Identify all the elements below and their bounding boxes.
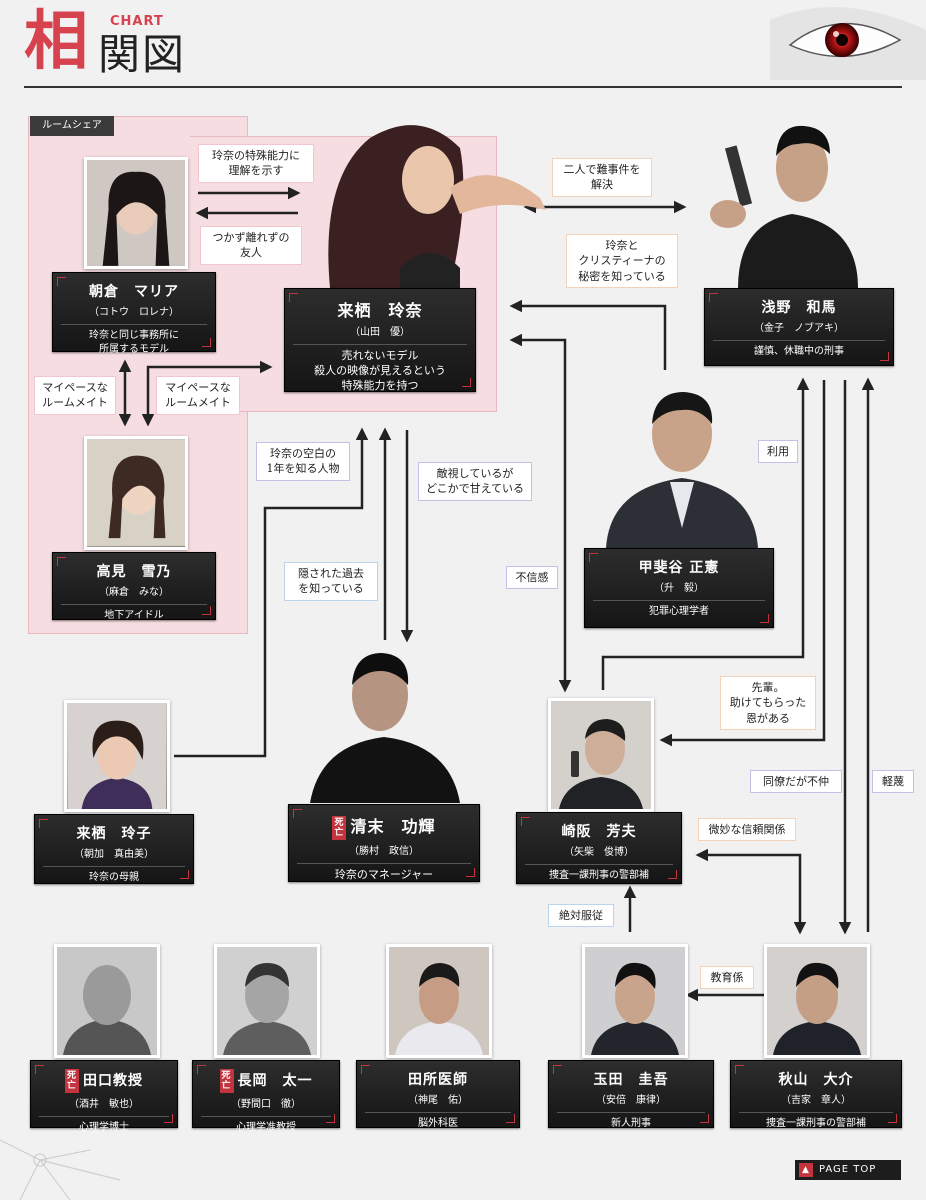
tamada-card: 玉田 圭吾 （安倍 康律） 新人刑事	[548, 1060, 714, 1131]
nagaoka-name-row: 死亡長岡 太一	[193, 1069, 339, 1093]
relation-label: 隠された過去 を知っている	[284, 562, 378, 601]
tadokoro-actor: （神尾 佑）	[408, 1095, 468, 1106]
title-english: CHART	[110, 14, 164, 29]
taguchi-actor: （酒井 敏也）	[69, 1099, 139, 1110]
kazuma-photo	[698, 104, 886, 288]
relation-label: 同僚だが不仲	[750, 770, 842, 794]
taguchi-photo	[54, 944, 160, 1058]
kiyosue-dead-badge: 死亡	[332, 815, 347, 840]
yukino-name: 高見 雪乃	[96, 564, 172, 580]
nagaoka-actor: （野間口 徹）	[231, 1099, 301, 1110]
taguchi-role: 心理学博士	[39, 1116, 169, 1135]
rena-name: 来栖 玲奈	[337, 301, 423, 320]
relation-label: 二人で難事件を 解決	[552, 158, 652, 197]
nagaoka-photo	[214, 944, 320, 1058]
kiyosue-card: 死亡清末 功輝 （勝村 政信） 玲奈のマネージャー	[288, 804, 480, 882]
relation-label: 絶対服従	[548, 904, 614, 928]
maria-name: 朝倉 マリア	[89, 284, 179, 300]
title-rule	[24, 86, 902, 88]
maria-card: 朝倉 マリア （コトウ ロレナ） 玲奈と同じ事務所に 所属するモデル	[52, 272, 216, 355]
relation-label: 不信感	[506, 566, 558, 590]
relation-label: 玲奈の特殊能力に 理解を示す	[198, 144, 314, 183]
yukino-role: 地下アイドル	[61, 604, 207, 623]
maria-actor: （コトウ ロレナ）	[89, 307, 179, 318]
kiyosue-actor: （勝村 政信）	[349, 845, 419, 857]
sakisaka-role: 捜査一課刑事の警部補	[525, 864, 673, 883]
reiko-actor: （朝加 真由美）	[74, 849, 154, 860]
tadokoro-name: 田所医師	[408, 1072, 468, 1088]
relation-label: 玲奈と クリスティーナの 秘密を知っている	[566, 234, 678, 289]
kaiya-photo	[596, 378, 768, 548]
relation-label: マイペースな ルームメイト	[34, 376, 116, 415]
relation-label: 先輩。 助けてもらった 恩がある	[720, 676, 816, 731]
roomshare-label: ルームシェア	[30, 116, 114, 136]
yukino-photo	[84, 436, 188, 550]
eye-decoration-icon	[770, 7, 926, 80]
title-accent: 相	[24, 4, 88, 79]
maria-photo	[84, 157, 188, 269]
nagaoka-name: 長岡 太一	[237, 1073, 313, 1089]
yukino-card: 高見 雪乃 （麻倉 みな） 地下アイドル	[52, 552, 216, 623]
tadokoro-photo	[386, 944, 492, 1058]
reiko-photo	[64, 700, 170, 812]
kiyosue-name-row: 死亡清末 功輝	[289, 813, 479, 840]
akiyama-actor: （吉家 章人）	[781, 1095, 851, 1106]
tamada-actor: （安倍 康律）	[596, 1095, 666, 1106]
kiyosue-name: 清末 功輝	[350, 817, 436, 836]
relation-label: 微妙な信頼関係	[698, 818, 796, 842]
akiyama-card: 秋山 大介 （吉家 章人） 捜査一課刑事の警部補	[730, 1060, 902, 1131]
kaiya-card: 甲斐谷 正憲 （升 毅） 犯罪心理学者	[584, 548, 774, 628]
kaiya-role: 犯罪心理学者	[593, 600, 765, 619]
page-top-label: PAGE TOP	[819, 1164, 877, 1175]
yukino-actor: （麻倉 みな）	[99, 587, 169, 598]
relation-label: マイペースな ルームメイト	[156, 376, 240, 415]
page-top-button[interactable]: ▲ PAGE TOP	[795, 1160, 901, 1180]
akiyama-name: 秋山 大介	[778, 1072, 854, 1088]
relation-label: 玲奈の空白の 1年を知る人物	[256, 442, 350, 481]
kazuma-card: 浅野 和馬 （金子 ノブアキ） 謹慎、休職中の刑事	[704, 288, 894, 366]
kazuma-name: 浅野 和馬	[761, 300, 837, 316]
arrow-up-icon: ▲	[799, 1163, 813, 1177]
reiko-role: 玲奈の母親	[43, 866, 185, 885]
relation-label: 軽蔑	[872, 770, 914, 794]
taguchi-name-row: 死亡田口教授	[31, 1069, 177, 1093]
maria-role: 玲奈と同じ事務所に 所属するモデル	[61, 324, 207, 356]
tadokoro-role: 脳外科医	[365, 1112, 511, 1131]
kaiya-actor: （升 毅）	[654, 583, 704, 594]
kaiya-name: 甲斐谷 正憲	[638, 560, 720, 576]
rena-card: 来栖 玲奈 （山田 優） 売れないモデル 殺人の映像が見えるという 特殊能力を持…	[284, 288, 476, 392]
sakisaka-card: 崎阪 芳夫 （矢柴 俊博） 捜査一課刑事の警部補	[516, 812, 682, 884]
bullet-hole-decoration-icon	[0, 1139, 121, 1200]
kazuma-actor: （金子 ノブアキ）	[754, 323, 844, 334]
relation-label: 利用	[758, 440, 798, 464]
sakisaka-photo	[548, 698, 654, 812]
tamada-photo	[582, 944, 688, 1058]
taguchi-name: 田口教授	[83, 1073, 143, 1089]
akiyama-role: 捜査一課刑事の警部補	[739, 1112, 893, 1131]
kiyosue-role: 玲奈のマネージャー	[297, 862, 471, 883]
rena-role: 売れないモデル 殺人の映像が見えるという 特殊能力を持つ	[293, 344, 467, 394]
kazuma-role: 謹慎、休職中の刑事	[713, 340, 885, 359]
tadokoro-card: 田所医師 （神尾 佑） 脳外科医	[356, 1060, 520, 1131]
taguchi-dead-badge: 死亡	[65, 1069, 79, 1093]
reiko-card: 来栖 玲子 （朝加 真由美） 玲奈の母親	[34, 814, 194, 884]
sakisaka-actor: （矢柴 俊博）	[564, 847, 634, 858]
title-rest: 関図	[98, 30, 187, 79]
taguchi-card: 死亡田口教授 （酒井 敏也） 心理学博士	[30, 1060, 178, 1133]
relation-label: つかず離れずの 友人	[200, 226, 302, 265]
rena-actor: （山田 優）	[350, 327, 410, 338]
tamada-role: 新人刑事	[557, 1112, 705, 1131]
sakisaka-name: 崎阪 芳夫	[561, 824, 637, 840]
reiko-name: 来栖 玲子	[76, 826, 152, 842]
nagaoka-card: 死亡長岡 太一 （野間口 徹） 心理学准教授	[192, 1060, 340, 1133]
nagaoka-dead-badge: 死亡	[219, 1069, 234, 1093]
relation-label: 敵視しているが どこかで甘えている	[418, 462, 532, 501]
rena-photo	[310, 118, 550, 288]
tamada-name: 玉田 圭吾	[593, 1072, 669, 1088]
relation-label: 教育係	[700, 966, 754, 990]
akiyama-photo	[764, 944, 870, 1058]
nagaoka-role: 心理学准教授	[201, 1116, 331, 1135]
kiyosue-photo	[300, 645, 470, 803]
